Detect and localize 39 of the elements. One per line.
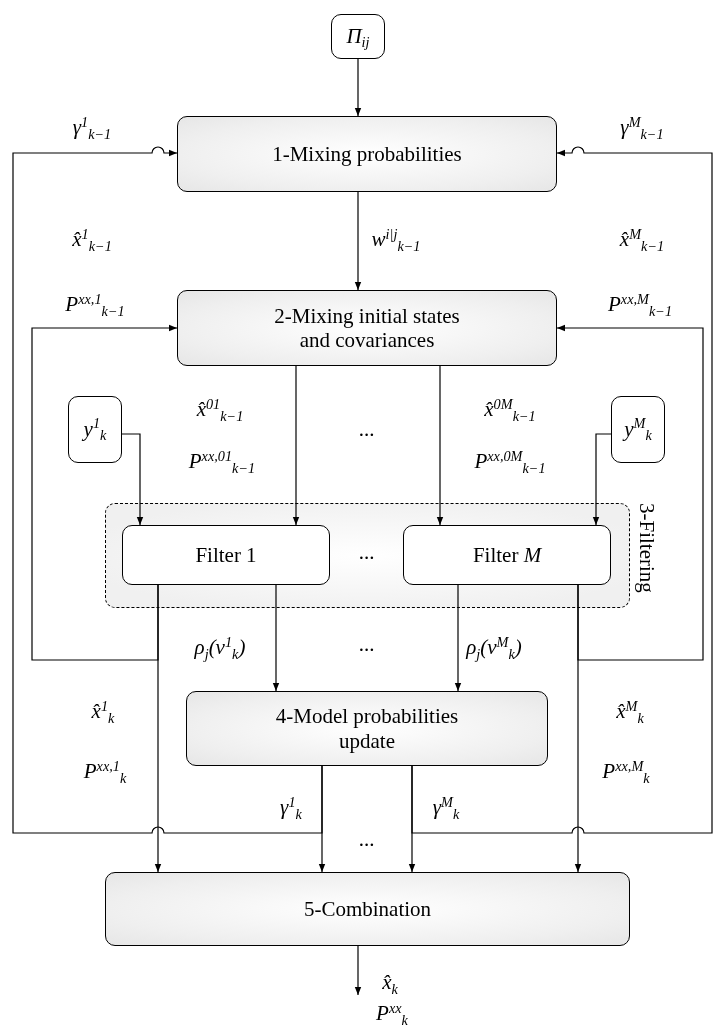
process-box: [105, 872, 630, 946]
arrow: [411, 146, 713, 834]
input-box: [611, 396, 665, 463]
math-label: ...: [359, 827, 375, 853]
arrow: [354, 945, 362, 996]
symbol-box: [331, 14, 385, 59]
arrow: [436, 365, 444, 526]
arrow: [454, 584, 462, 692]
edge-label: ρ$_{j}$(ν$^{1}$$_{k}$): [194, 635, 246, 661]
box-label: 4-Model probabilities update: [274, 704, 460, 753]
arrow: [154, 584, 162, 873]
group-heading: 3-Filtering: [635, 503, 659, 593]
arrow: [292, 365, 300, 526]
filter-box: [122, 525, 330, 585]
arrow: [12, 146, 323, 834]
edge-label: ρ$_{j}$(ν$^{M}$$_{k}$): [466, 635, 522, 661]
arrow: [574, 584, 582, 873]
arrow: [31, 324, 178, 661]
math-label: x̂$_{k}$: [382, 970, 398, 996]
arrow: [354, 191, 362, 291]
box-label: 5-Combination: [303, 896, 432, 922]
box-label: Filter M: [472, 542, 542, 568]
box-label: 2-Mixing initial states and covariances: [273, 303, 461, 353]
process-box: [177, 290, 557, 366]
arrow: [272, 584, 280, 692]
arrow: [354, 58, 362, 117]
input-box: [68, 396, 122, 463]
box-label: Π$_{ij}$: [346, 24, 370, 49]
box-label: 1-Mixing probabilities: [272, 141, 462, 167]
math-label: ...: [359, 417, 375, 443]
math-label: ...: [359, 540, 375, 566]
math-label: ...: [359, 632, 375, 658]
process-box: [177, 116, 557, 192]
filter-box: [403, 525, 611, 585]
arrow: [121, 433, 144, 526]
process-box: [186, 691, 548, 766]
box-label: Filter 1: [195, 542, 257, 568]
arrow: [592, 433, 612, 526]
arrow: [556, 324, 704, 661]
